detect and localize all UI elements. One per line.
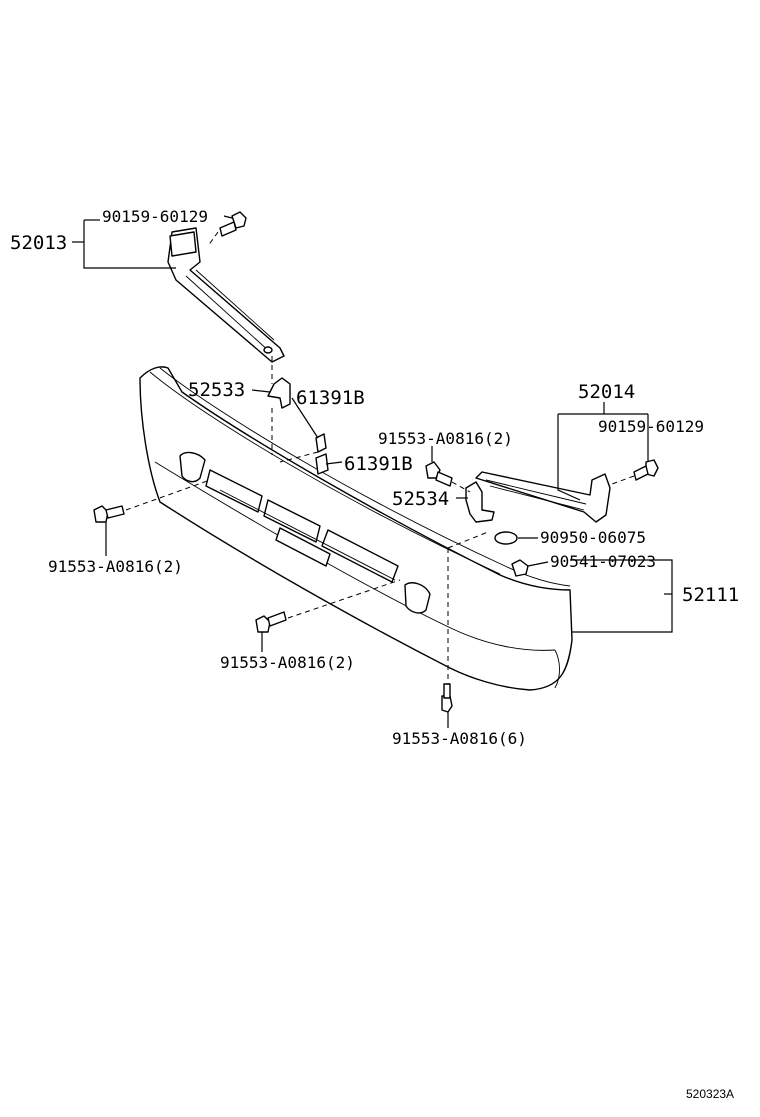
bracket-52533: [267, 377, 291, 409]
label-90159-left: 90159-60129: [102, 207, 208, 226]
bracket-left: [167, 227, 285, 363]
label-61391b-lower: 61391B: [344, 453, 413, 475]
label-52533: 52533: [188, 379, 245, 401]
label-91553-left: 91553-A0816(2): [48, 557, 183, 576]
label-61391b-upper: 61391B: [296, 387, 365, 409]
assembly-lines: [125, 231, 635, 684]
clip-61391b-upper: [315, 433, 327, 453]
label-52013: 52013: [10, 232, 67, 254]
label-90159-right: 90159-60129: [598, 417, 704, 436]
reference-code: 520323A: [686, 1087, 734, 1101]
bracket-52534: [465, 481, 495, 523]
label-91553-mid: 91553-A0816(2): [220, 653, 355, 672]
bracket-right: [475, 471, 611, 523]
bolt-91553-left: [93, 505, 125, 523]
bolt-right-bracket: [633, 459, 659, 481]
bumper-cover: [139, 366, 573, 691]
seal-90950: [494, 531, 518, 545]
label-52534: 52534: [392, 488, 449, 510]
bolt-91553-bottom: [441, 683, 453, 713]
leader-lines: [72, 215, 673, 728]
label-90950: 90950-06075: [540, 528, 646, 547]
label-52014: 52014: [578, 381, 635, 403]
clip-61391b-lower: [315, 453, 329, 475]
bolt-91553-top: [425, 461, 453, 487]
bolt-left-bracket: [219, 211, 247, 237]
bolt-91553-mid: [255, 611, 287, 633]
label-52111: 52111: [682, 584, 739, 606]
part-labels: 52013 90159-60129 52533 61391B 61391B 52…: [10, 207, 739, 1101]
label-90541: 90541-07023: [550, 552, 656, 571]
label-91553-bottom: 91553-A0816(6): [392, 729, 527, 748]
nut-90541: [511, 559, 529, 577]
label-91553-top: 91553-A0816(2): [378, 429, 513, 448]
